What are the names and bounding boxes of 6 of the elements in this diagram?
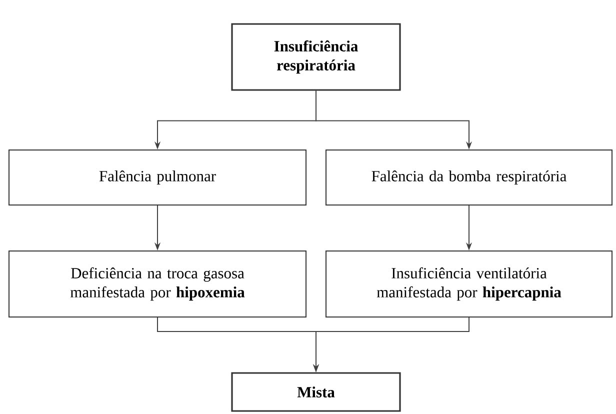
process-box: Falência da bomba respiratória [326, 150, 612, 206]
result-box: Mista [231, 372, 401, 412]
process-box: Insuficiência ventilatória manifestada por hipercapnia [326, 250, 612, 318]
process-box: Falência pulmonar [8, 150, 306, 206]
start-box: Insuficiência respiratória [231, 23, 401, 91]
process-box: Deficiência na troca gasosa manifestada por hipoxemia [8, 250, 306, 318]
